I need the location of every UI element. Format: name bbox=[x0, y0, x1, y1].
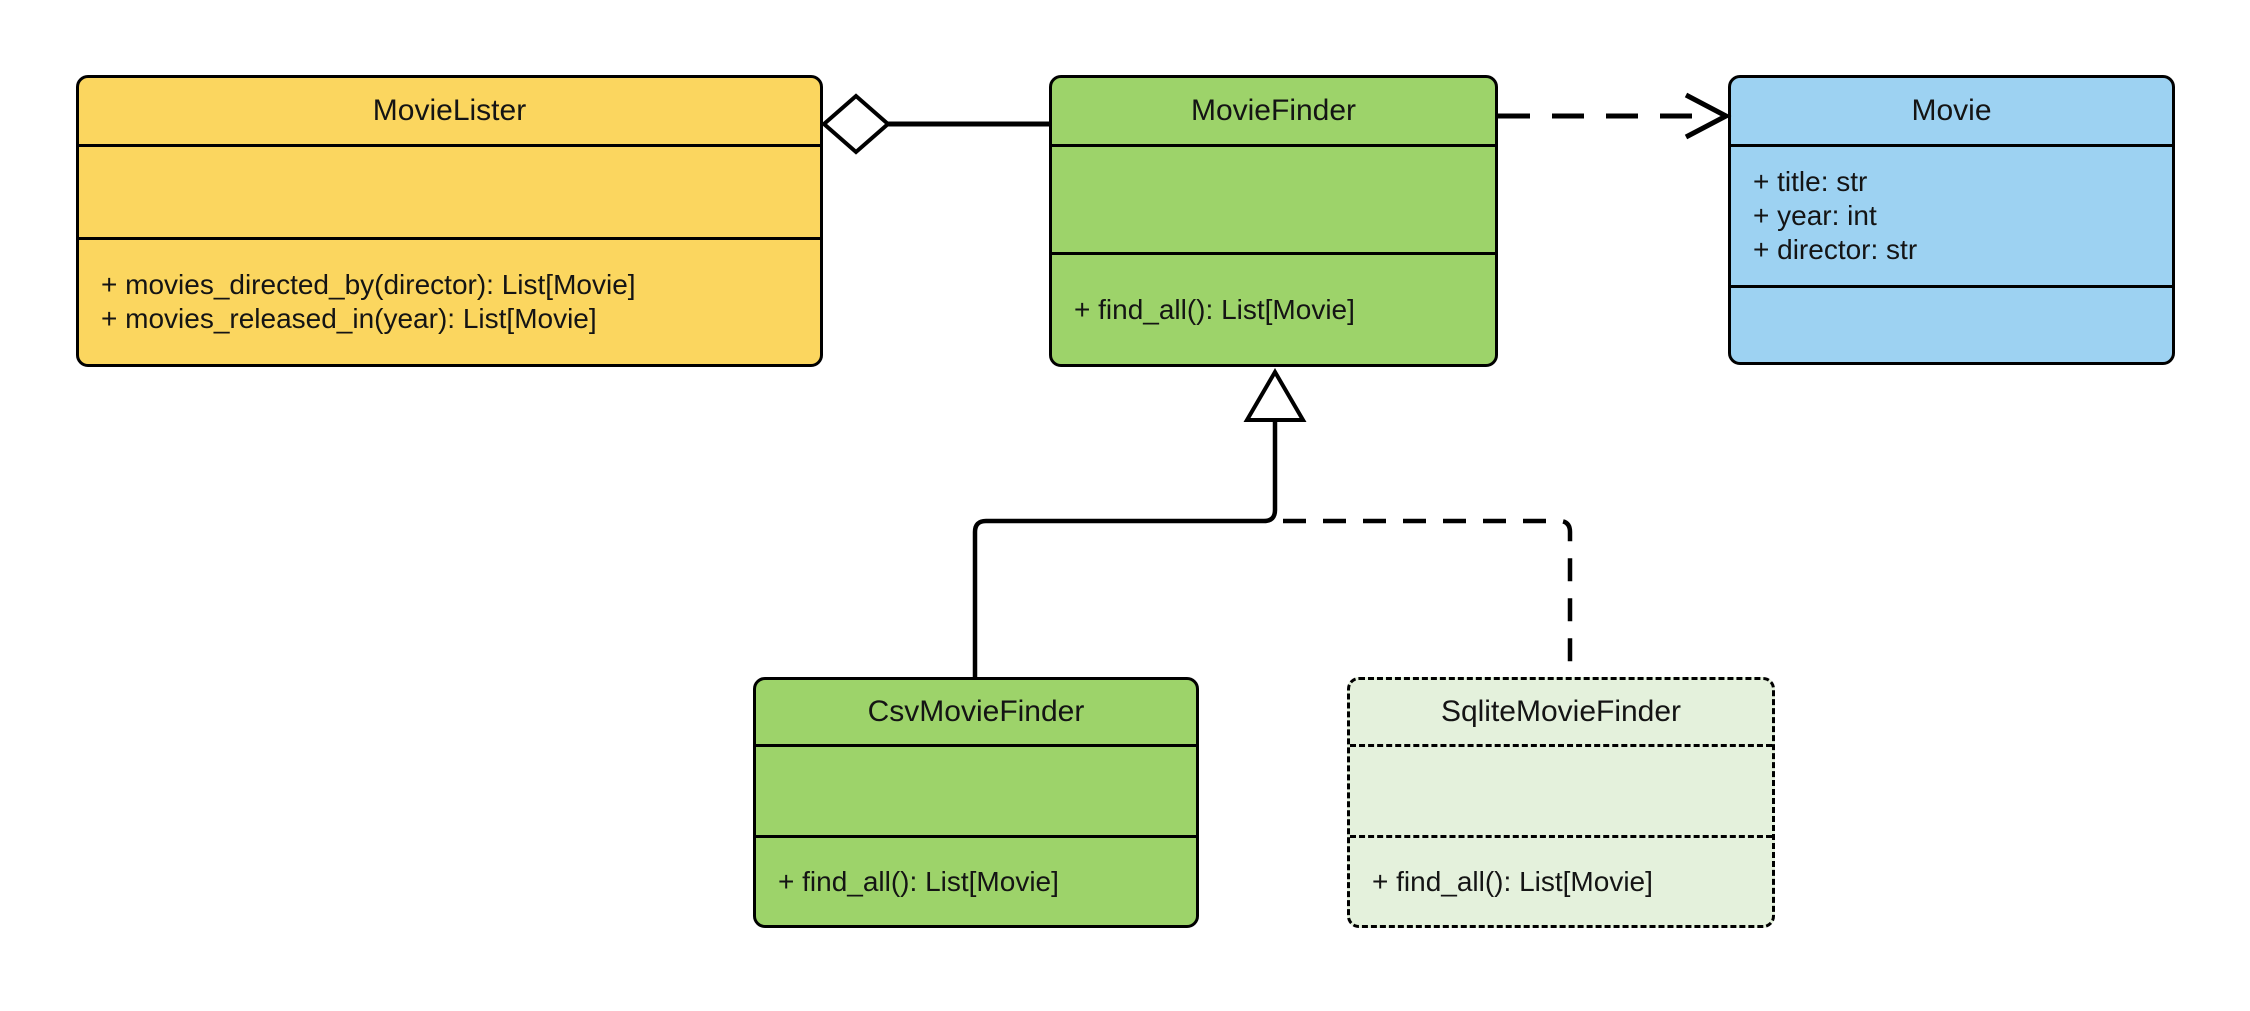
class-attributes-sqlitemoviefinder bbox=[1350, 744, 1772, 835]
class-name: Movie bbox=[1911, 94, 1992, 127]
class-attributes-movielister bbox=[79, 144, 820, 237]
edge-dependency-moviefinder-movie[interactable] bbox=[1498, 92, 1732, 140]
class-node-csvmoviefinder[interactable]: CsvMovieFinder + find_all(): List[Movie] bbox=[753, 677, 1199, 928]
class-methods-csvmoviefinder: + find_all(): List[Movie] bbox=[756, 835, 1196, 925]
dependency-arrowhead-icon bbox=[1684, 92, 1732, 140]
class-node-sqlitemoviefinder[interactable]: SqliteMovieFinder + find_all(): List[Mov… bbox=[1347, 677, 1775, 928]
class-methods-sqlitemoviefinder: + find_all(): List[Movie] bbox=[1350, 835, 1772, 925]
method-row: + movies_directed_by(director): List[Mov… bbox=[101, 269, 636, 300]
class-title-movielister: MovieLister bbox=[79, 78, 820, 144]
generalization-dashed-line bbox=[1283, 518, 1573, 677]
class-attributes-movie: + title: str + year: int + director: str bbox=[1731, 144, 2172, 285]
generalization-solid-line bbox=[972, 420, 1278, 677]
method-row: + find_all(): List[Movie] bbox=[1074, 293, 1355, 325]
class-methods-movielister: + movies_directed_by(director): List[Mov… bbox=[79, 237, 820, 364]
class-title-movie: Movie bbox=[1731, 78, 2172, 144]
class-methods-moviefinder: + find_all(): List[Movie] bbox=[1052, 252, 1495, 364]
class-name: MovieFinder bbox=[1190, 94, 1357, 127]
class-methods-movie bbox=[1731, 285, 2172, 362]
class-attributes-moviefinder bbox=[1052, 144, 1495, 252]
method-row: + find_all(): List[Movie] bbox=[1372, 865, 1653, 897]
class-title-moviefinder: MovieFinder bbox=[1052, 78, 1495, 144]
generalization-triangle-icon bbox=[1243, 368, 1307, 422]
class-name: MovieLister bbox=[372, 94, 527, 127]
class-attributes-csvmoviefinder bbox=[756, 744, 1196, 835]
class-name: CsvMovieFinder bbox=[867, 695, 1085, 728]
method-row: + movies_released_in(year): List[Movie] bbox=[101, 303, 597, 334]
attribute-row: + year: int bbox=[1753, 200, 1877, 231]
edge-generalization-sqlitemoviefinder-moviefinder[interactable] bbox=[1283, 518, 1573, 677]
class-node-movielister[interactable]: MovieLister + movies_directed_by(directo… bbox=[76, 75, 823, 367]
aggregation-diamond-icon bbox=[820, 93, 892, 155]
attribute-row: + director: str bbox=[1753, 234, 1918, 265]
method-row: + find_all(): List[Movie] bbox=[778, 865, 1059, 897]
attribute-row: + title: str bbox=[1753, 166, 1868, 197]
edge-aggregation-movielister-moviefinder[interactable] bbox=[820, 93, 1051, 155]
class-name: SqliteMovieFinder bbox=[1440, 695, 1682, 728]
class-title-csvmoviefinder: CsvMovieFinder bbox=[756, 680, 1196, 744]
class-node-moviefinder[interactable]: MovieFinder + find_all(): List[Movie] bbox=[1049, 75, 1498, 367]
class-node-movie[interactable]: Movie + title: str + year: int + directo… bbox=[1728, 75, 2175, 365]
class-title-sqlitemoviefinder: SqliteMovieFinder bbox=[1350, 680, 1772, 744]
edge-generalization-csvmoviefinder-moviefinder[interactable] bbox=[972, 368, 1307, 677]
